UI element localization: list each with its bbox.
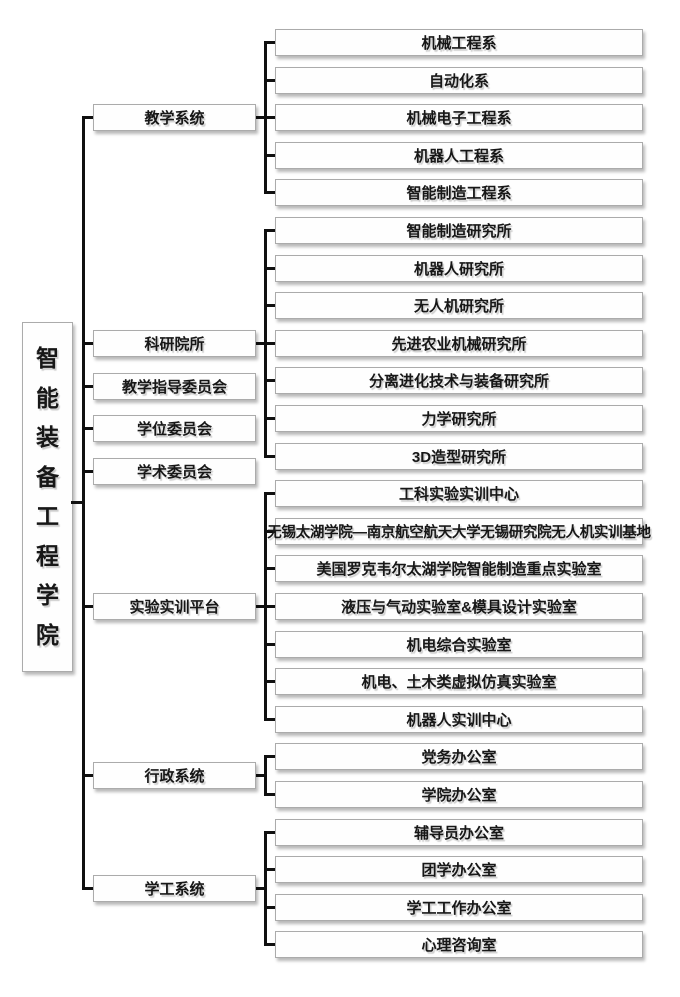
- category-connector: [82, 887, 95, 890]
- category-node: 教学指导委员会: [93, 372, 256, 400]
- leaf-connector: [264, 78, 275, 82]
- leaf-node: 先进农业机械研究所: [275, 329, 643, 357]
- leaf-connector: [264, 266, 275, 270]
- leaf-node: 心理咨询室: [275, 931, 643, 959]
- leaf-connector: [264, 642, 275, 646]
- leaf-connector: [264, 717, 275, 721]
- category-branch-connector: [254, 887, 267, 890]
- leaf-node: 力学研究所: [275, 405, 643, 432]
- leaf-connector: [264, 492, 275, 496]
- leaf-connector: [264, 868, 275, 872]
- category-node: 学工系统: [93, 875, 256, 902]
- category-connector: [82, 469, 95, 473]
- leaf-node: 3D造型研究所: [275, 442, 643, 470]
- leaf-connector: [264, 379, 275, 383]
- leaf-node: 党务办公室: [275, 743, 643, 771]
- leaf-connector: [264, 905, 275, 909]
- leaf-node: 智能制造研究所: [275, 217, 643, 244]
- category-connector: [82, 341, 95, 345]
- leaf-connector: [264, 304, 275, 308]
- category-node: 科研院所: [93, 329, 256, 357]
- leaf-connector: [264, 229, 275, 232]
- leaf-connector: [264, 605, 275, 608]
- category-branch-connector: [254, 341, 267, 345]
- leaf-connector: [264, 341, 275, 345]
- category-node: 行政系统: [93, 762, 256, 790]
- root-label-char: 备: [36, 463, 59, 490]
- leaf-node: 学院办公室: [275, 781, 643, 808]
- leaf-connector: [264, 191, 275, 195]
- category-node: 教学系统: [93, 104, 256, 132]
- root-label-char: 学: [36, 582, 59, 609]
- leaf-node: 机器人工程系: [275, 141, 643, 169]
- leaf-node: 团学办公室: [275, 856, 643, 884]
- root-connector: [71, 500, 85, 504]
- leaf-connector: [264, 793, 275, 796]
- category-node: 学术委员会: [93, 457, 256, 485]
- category-connector: [82, 605, 95, 608]
- leaf-node: 智能制造工程系: [275, 179, 643, 207]
- leaf-connector: [264, 755, 275, 759]
- leaf-node: 机器人实训中心: [275, 705, 643, 733]
- root-label-char: 工: [36, 503, 59, 530]
- root-label-char: 院: [36, 621, 59, 648]
- category-branch-connector: [254, 605, 267, 608]
- leaf-connector: [264, 680, 275, 684]
- root-label-char: 智: [36, 345, 59, 372]
- leaf-node: 自动化系: [275, 66, 643, 94]
- category-node: 实验实训平台: [93, 593, 256, 620]
- root-label-char: 能: [36, 384, 59, 411]
- leaf-connector: [264, 830, 275, 834]
- leaf-connector: [264, 41, 275, 44]
- leaf-connector: [264, 417, 275, 420]
- leaf-node: 辅导员办公室: [275, 818, 643, 846]
- category-connector: [82, 384, 95, 388]
- leaf-connector: [264, 529, 275, 533]
- leaf-node: 分离进化技术与装备研究所: [275, 367, 643, 395]
- leaf-node: 学工工作办公室: [275, 893, 643, 921]
- leaf-node: 工科实验实训中心: [275, 480, 643, 508]
- root-label-char: 装: [36, 424, 59, 451]
- category-branch-connector: [254, 116, 267, 120]
- leaf-connector: [264, 943, 275, 947]
- category-node: 学位委员会: [93, 415, 256, 443]
- leaf-node: 美国罗克韦尔太湖学院智能制造重点实验室: [275, 555, 643, 583]
- category-connector: [82, 427, 95, 431]
- leaf-connector: [264, 454, 275, 458]
- leaf-connector: [264, 153, 275, 157]
- root-node: 智能装备工程学院: [22, 322, 73, 672]
- leaf-node: 机电综合实验室: [275, 630, 643, 658]
- leaf-connector: [264, 116, 275, 120]
- category-connector: [82, 774, 95, 778]
- leaf-node: 机械电子工程系: [275, 104, 643, 132]
- category-connector: [82, 116, 95, 120]
- root-label-char: 程: [36, 542, 59, 569]
- leaf-node: 机器人研究所: [275, 254, 643, 282]
- leaf-node: 液压与气动实验室&模具设计实验室: [275, 593, 643, 620]
- leaf-node: 机电、土木类虚拟仿真实验室: [275, 668, 643, 696]
- leaf-node: 机械工程系: [275, 29, 643, 56]
- leaf-connector: [264, 567, 275, 571]
- leaf-node: 无人机研究所: [275, 292, 643, 320]
- leaf-node: 无锡太湖学院—南京航空航天大学无锡研究院无人机实训基地: [267, 517, 651, 545]
- category-branch-connector: [254, 774, 267, 778]
